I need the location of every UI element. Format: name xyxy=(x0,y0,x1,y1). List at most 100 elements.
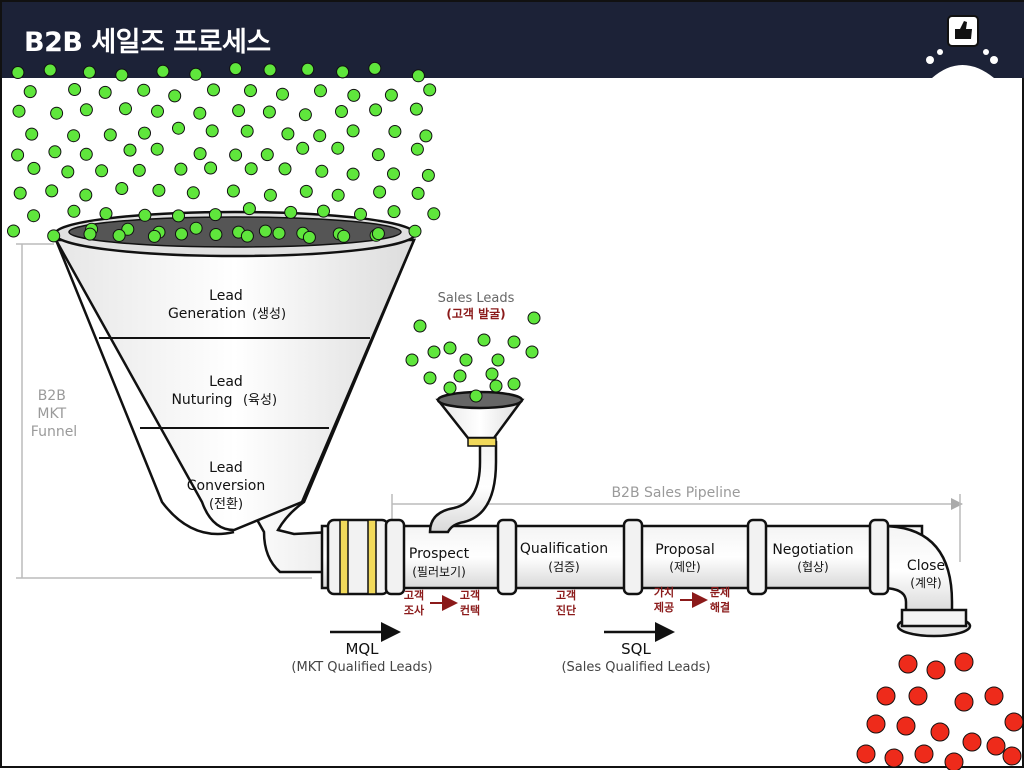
closed-deal-dot xyxy=(914,744,934,764)
sales-lead-dot xyxy=(469,389,483,403)
lead-dot xyxy=(11,66,25,79)
lead-dot xyxy=(138,126,151,140)
lead-dot xyxy=(229,62,243,76)
pipeline-stage-title: Negotiation xyxy=(772,542,853,558)
lead-dot xyxy=(387,205,401,219)
lead-dot xyxy=(315,164,329,178)
sales-leads-korean: (고객 발굴) xyxy=(446,306,505,321)
lead-dot xyxy=(48,145,62,159)
lead-dot xyxy=(346,124,360,138)
lead-dot xyxy=(410,142,424,156)
sql-annotation: SQL (Sales Qualified Leads) xyxy=(561,622,711,675)
lead-dot xyxy=(172,209,185,223)
sales-lead-dot xyxy=(525,345,539,359)
lead-dot xyxy=(207,83,220,97)
lead-dot xyxy=(331,188,345,202)
activity-text: 고객 xyxy=(556,588,576,602)
lead-dot xyxy=(150,142,164,156)
lead-dot xyxy=(240,124,254,138)
activity-text: 고객 xyxy=(404,588,424,602)
lead-dot xyxy=(209,228,223,241)
lead-dot xyxy=(314,84,327,98)
sales-lead-dot xyxy=(477,333,491,347)
sql-label: SQL xyxy=(621,640,651,658)
lead-dot xyxy=(151,104,164,118)
sales-lead-dot xyxy=(507,377,521,391)
lead-dot xyxy=(337,229,351,243)
lead-dot xyxy=(67,129,81,143)
lead-dot xyxy=(371,148,385,162)
lead-dot xyxy=(79,147,93,161)
lead-dot xyxy=(299,184,313,198)
lead-dot xyxy=(296,141,310,155)
sales-lead-dot xyxy=(423,371,437,385)
lead-dot xyxy=(147,229,161,243)
funnel-side-label: B2B MKT Funnel xyxy=(31,388,77,440)
lead-dot xyxy=(172,121,185,135)
closed-deal-dot xyxy=(954,652,974,672)
lead-dot xyxy=(298,108,312,122)
sales-lead-dot xyxy=(443,381,457,395)
lead-dot xyxy=(229,148,243,162)
funnel-stage-korean: (생성) xyxy=(252,307,286,322)
lead-dot xyxy=(411,186,425,200)
closed-deal-dot xyxy=(896,716,916,736)
lead-dot xyxy=(317,204,330,218)
closed-deal-dot xyxy=(1004,712,1024,732)
lead-dot xyxy=(43,63,57,77)
funnel-side-label-line: MKT xyxy=(37,406,66,422)
pipeline-stage-title: Proposal xyxy=(655,542,714,558)
lead-dot xyxy=(156,64,170,78)
lead-dot xyxy=(335,105,348,118)
lead-dot xyxy=(232,104,246,118)
lead-dot xyxy=(83,227,97,241)
pipeline-stage-korean: (제안) xyxy=(669,560,700,574)
lead-dot xyxy=(168,89,182,103)
closed-deal-dot xyxy=(984,686,1004,706)
lead-dot xyxy=(45,184,59,198)
thumbs-up-network-icon xyxy=(926,15,998,78)
activity-text: 제공 xyxy=(654,600,674,614)
pipeline-label: B2B Sales Pipeline xyxy=(611,485,740,501)
lead-dot xyxy=(411,69,425,83)
activity-text: 해결 xyxy=(710,600,730,614)
pipeline-stage-korean: (필러보기) xyxy=(412,565,466,579)
closed-deal-dot xyxy=(954,692,974,712)
pipeline-stage-title: Prospect xyxy=(409,546,470,562)
closed-deal-dot xyxy=(926,660,946,680)
closed-deal-dot xyxy=(944,752,964,770)
lead-dot xyxy=(68,83,82,96)
lead-dot xyxy=(244,84,257,98)
lead-dot xyxy=(240,229,254,243)
lead-dot xyxy=(276,87,289,101)
lead-dot xyxy=(23,85,37,99)
sales-lead-dots-green xyxy=(405,311,541,403)
closed-deal-dots-red xyxy=(856,652,1024,770)
lead-dot xyxy=(419,129,433,143)
lead-dot xyxy=(175,227,188,241)
lead-dot xyxy=(121,222,135,236)
lead-dot xyxy=(384,88,398,102)
closed-deal-dot xyxy=(986,736,1006,756)
lead-dot xyxy=(186,186,200,200)
funnel-stage-conversion: Lead Conversion (전환) xyxy=(187,460,266,512)
funnel-side-label-line: B2B xyxy=(38,388,66,404)
header-bar: B2B 세일즈 프로세스 xyxy=(2,2,1024,78)
lead-dot xyxy=(281,127,295,141)
lead-dot xyxy=(82,65,96,79)
pipeline-stage-close: Close (계약) xyxy=(907,558,945,590)
lead-dot xyxy=(79,188,93,202)
pipeline-stage-negotiation: Negotiation (협상) xyxy=(772,542,853,574)
sales-leads-funnel xyxy=(428,390,525,534)
lead-dot xyxy=(13,186,27,200)
mql-annotation: MQL (MKT Qualified Leads) xyxy=(291,622,433,675)
lead-dots-green xyxy=(7,61,441,244)
lead-dot xyxy=(387,167,400,181)
lead-dot xyxy=(284,205,298,219)
activity-text: 컨택 xyxy=(460,603,480,617)
pipeline-stage-korean: (협상) xyxy=(797,560,828,574)
lead-dot xyxy=(263,188,277,202)
mkt-funnel xyxy=(53,210,417,574)
sales-lead-dot xyxy=(485,367,499,381)
